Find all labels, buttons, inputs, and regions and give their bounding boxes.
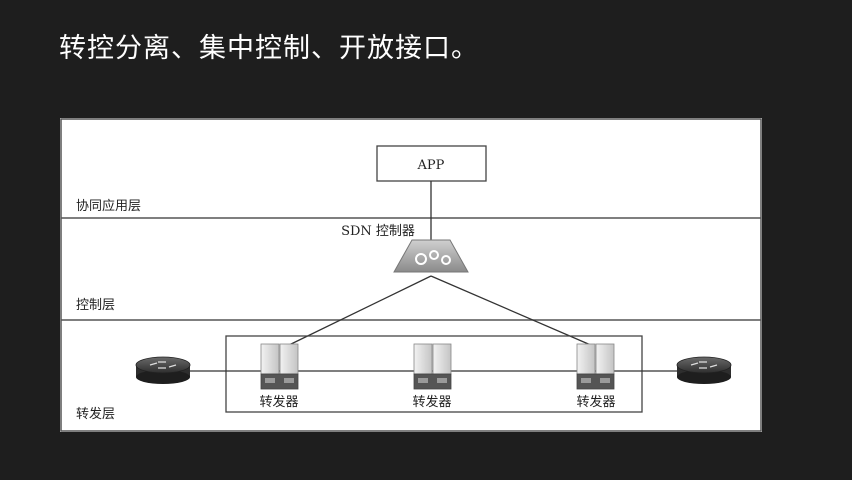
- diagram-frame: [60, 118, 762, 432]
- controller-link-right: [430, 275, 594, 347]
- app-box: [376, 145, 487, 182]
- forwarder-3-label: 转发器: [576, 394, 615, 410]
- app-box-label: APP: [417, 158, 445, 173]
- app-layer-label: 协同应用层: [76, 198, 141, 214]
- forwarder-1-label: 转发器: [259, 394, 298, 410]
- left-router-icon: [135, 356, 191, 384]
- forwarder-2-label: 转发器: [412, 394, 451, 410]
- controller-label: SDN 控制器: [341, 224, 415, 239]
- controller-link-left: [286, 275, 432, 347]
- sdn-architecture-diagram: 协同应用层 控制层 转发层 APP SDN 控制器: [60, 118, 762, 432]
- slide-title: 转控分离、集中控制、开放接口。: [59, 33, 479, 64]
- forwarder-2-icon: [413, 343, 452, 390]
- control-layer-label: 控制层: [76, 298, 115, 313]
- forward-layer-label: 转发层: [76, 406, 115, 422]
- right-router-icon: [676, 356, 732, 384]
- forwarder-1-icon: [260, 343, 299, 390]
- forwarder-group-box: [225, 335, 643, 413]
- sdn-controller-icon: [393, 239, 469, 273]
- forwarder-3-icon: [576, 343, 615, 390]
